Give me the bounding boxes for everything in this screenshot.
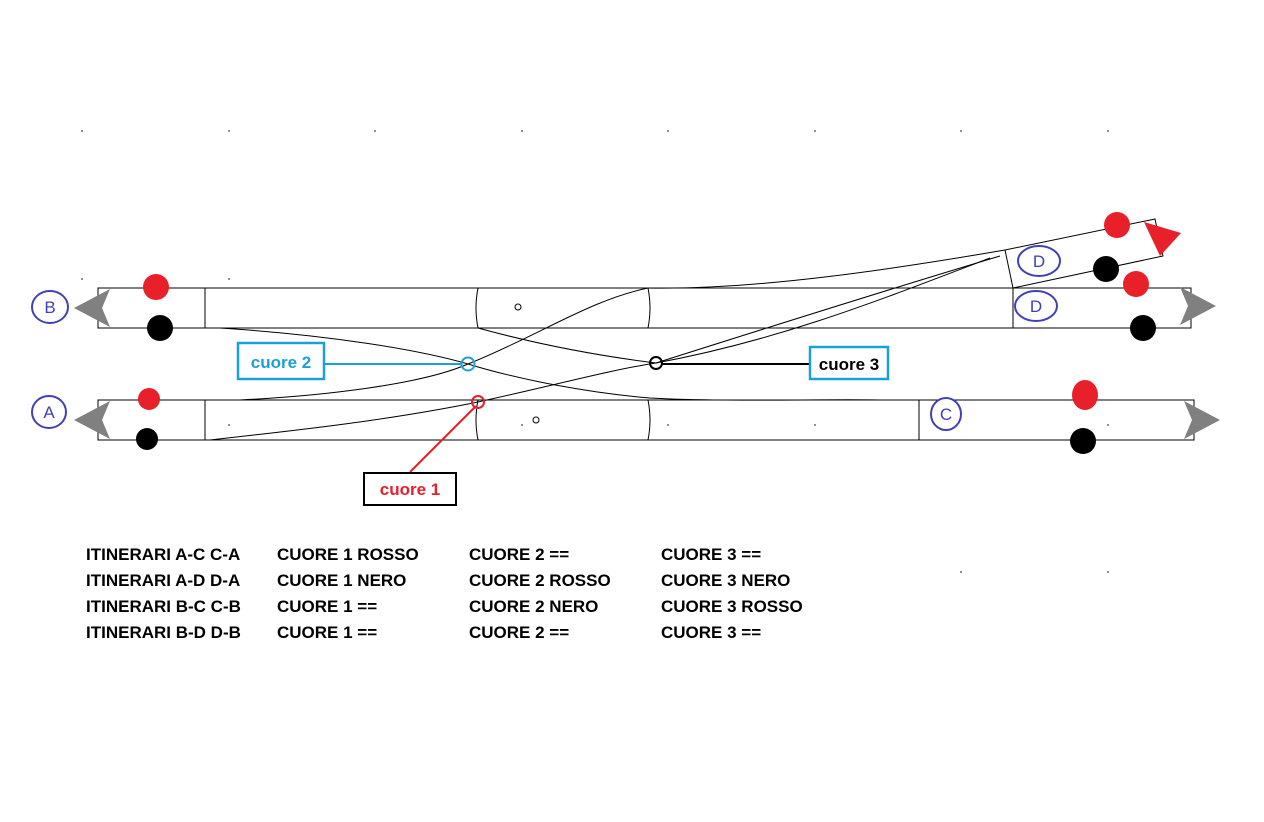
arrow-right-icon — [1184, 401, 1220, 439]
arrow-icons — [74, 287, 1220, 439]
cuore-1-marker — [471, 395, 485, 409]
cuore-3-state: CUORE 3 == — [661, 545, 762, 564]
cuore-2-callout: cuore 2 — [236, 341, 326, 381]
endpoint-b-label: B — [44, 298, 55, 317]
endpoint-d-upper — [1017, 245, 1061, 277]
endpoint-a-label: A — [43, 403, 55, 422]
cuore-1-state: CUORE 1 NERO — [277, 571, 407, 590]
signal-black — [1130, 315, 1156, 341]
route-label: ITINERARI A-D D-A — [86, 571, 241, 590]
endpoint-b — [31, 290, 69, 324]
signal-red — [1104, 212, 1130, 238]
endpoint-c-label: C — [940, 405, 952, 424]
cuore-1-state: CUORE 1 == — [277, 623, 378, 642]
cuore-2-label: cuore 2 — [251, 353, 311, 372]
arrow-left-icon — [74, 289, 110, 327]
signal-black — [147, 315, 173, 341]
routes-table: ITINERARI A-C C-A CUORE 1 ROSSO CUORE 2 … — [86, 545, 853, 643]
cuore-2-state: CUORE 2 == — [469, 623, 570, 642]
cuore-3-label: cuore 3 — [819, 355, 879, 374]
endpoint-d-lower — [1014, 290, 1058, 322]
cuore-3-callout: cuore 3 — [808, 345, 890, 381]
route-label: ITINERARI B-D D-B — [86, 623, 241, 642]
signals — [136, 212, 1156, 454]
route-label: ITINERARI B-C C-B — [86, 597, 241, 616]
cuore-1-state: CUORE 1 == — [277, 597, 378, 616]
endpoint-a — [31, 395, 67, 429]
arrow-red-icon — [1144, 222, 1181, 256]
arrow-right-icon — [1180, 287, 1216, 325]
route-label: ITINERARI A-C C-A — [86, 545, 241, 564]
cuore-3-state: CUORE 3 NERO — [661, 571, 791, 590]
cuore-3-state: CUORE 3 ROSSO — [661, 597, 803, 616]
signal-red — [143, 274, 169, 300]
cuore-2-state: CUORE 2 ROSSO — [469, 571, 611, 590]
endpoint-labels — [31, 245, 1061, 431]
cuore-2-state: CUORE 2 NERO — [469, 597, 599, 616]
endpoint-c — [930, 397, 962, 431]
cuore-2-state: CUORE 2 == — [469, 545, 570, 564]
branch-track-d — [647, 218, 1164, 289]
signal-black — [136, 428, 158, 450]
signal-red — [138, 388, 160, 410]
crossover-rails — [209, 255, 1001, 441]
signal-red — [1072, 380, 1098, 410]
arrow-left-icon — [74, 401, 110, 439]
cuore-1-leader — [409, 405, 477, 473]
signal-red — [1123, 271, 1149, 297]
endpoint-d-upper-label: D — [1033, 252, 1045, 271]
endpoint-d-lower-label: D — [1030, 297, 1042, 316]
cuore-1-callout: cuore 1 — [363, 472, 457, 506]
signal-black — [1070, 428, 1096, 454]
cuore-3-state: CUORE 3 == — [661, 623, 762, 642]
cuore-1-label: cuore 1 — [380, 480, 440, 499]
grid-dots — [81, 130, 1109, 573]
rail-marks — [514, 303, 540, 424]
cuore-1-state: CUORE 1 ROSSO — [277, 545, 419, 564]
signal-black — [1093, 256, 1119, 282]
